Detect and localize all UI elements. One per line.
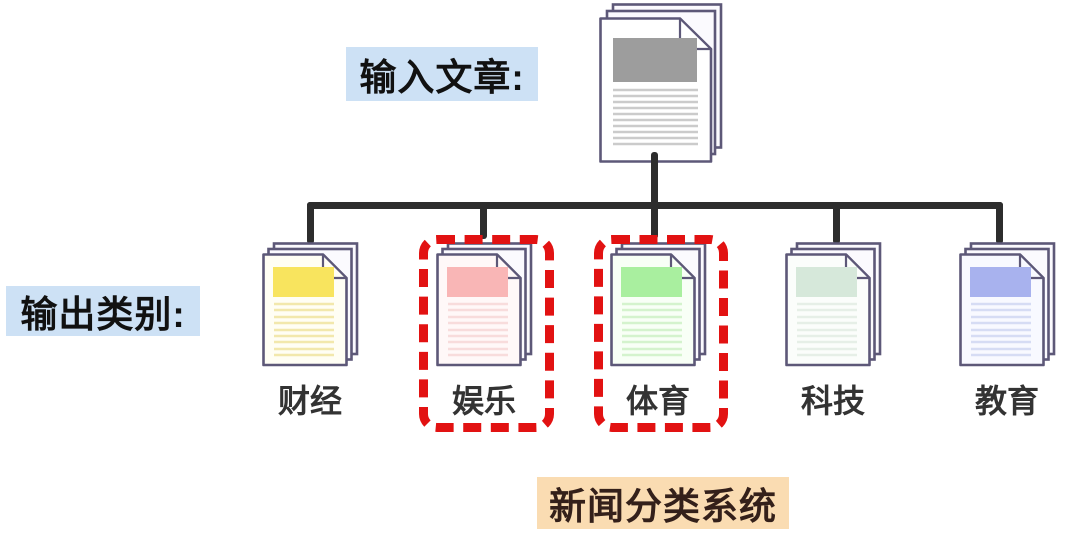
category-label-technology: 科技 (800, 383, 865, 419)
input-article-label: 输入文章: (346, 47, 538, 101)
output-category-label: 输出类别: (6, 286, 200, 336)
category-sports: 体育 (596, 242, 720, 422)
highlight-box-sports (594, 235, 728, 432)
category-entertainment: 娱乐 (422, 242, 546, 422)
document-text-lines (621, 302, 682, 357)
education-document (945, 242, 1069, 372)
document-stack-icon (599, 3, 723, 163)
finance-document (248, 242, 372, 372)
tree-branch-finance (307, 202, 314, 244)
tree-branch-education (996, 202, 1003, 244)
document-text-lines (796, 302, 857, 357)
document-text-lines (447, 302, 508, 357)
document-stack-icon (958, 242, 1055, 367)
document-stack-icon (609, 242, 706, 367)
system-title: 新闻分类系统 (537, 477, 789, 529)
tree-branch-sports (651, 202, 658, 239)
category-technology: 科技 (771, 242, 895, 422)
highlight-box-entertainment (419, 235, 554, 432)
category-education: 教育 (945, 242, 1069, 422)
category-label-sports: 体育 (625, 383, 690, 419)
category-label-entertainment: 娱乐 (451, 383, 516, 419)
document-text-lines (970, 302, 1031, 357)
tree-branch-entertainment (480, 202, 487, 239)
document-text-lines (273, 302, 334, 357)
document-stack-icon (261, 242, 358, 367)
category-finance: 财经 (248, 242, 372, 422)
tree-branch-technology (833, 202, 840, 244)
category-label-finance: 财经 (277, 383, 342, 419)
sports-document (596, 242, 720, 372)
category-label-education: 教育 (974, 383, 1039, 419)
technology-document (771, 242, 895, 372)
document-stack-icon (784, 242, 881, 367)
tree-root-line (651, 152, 658, 208)
document-text-lines (613, 88, 698, 146)
input-article-document (599, 3, 725, 168)
